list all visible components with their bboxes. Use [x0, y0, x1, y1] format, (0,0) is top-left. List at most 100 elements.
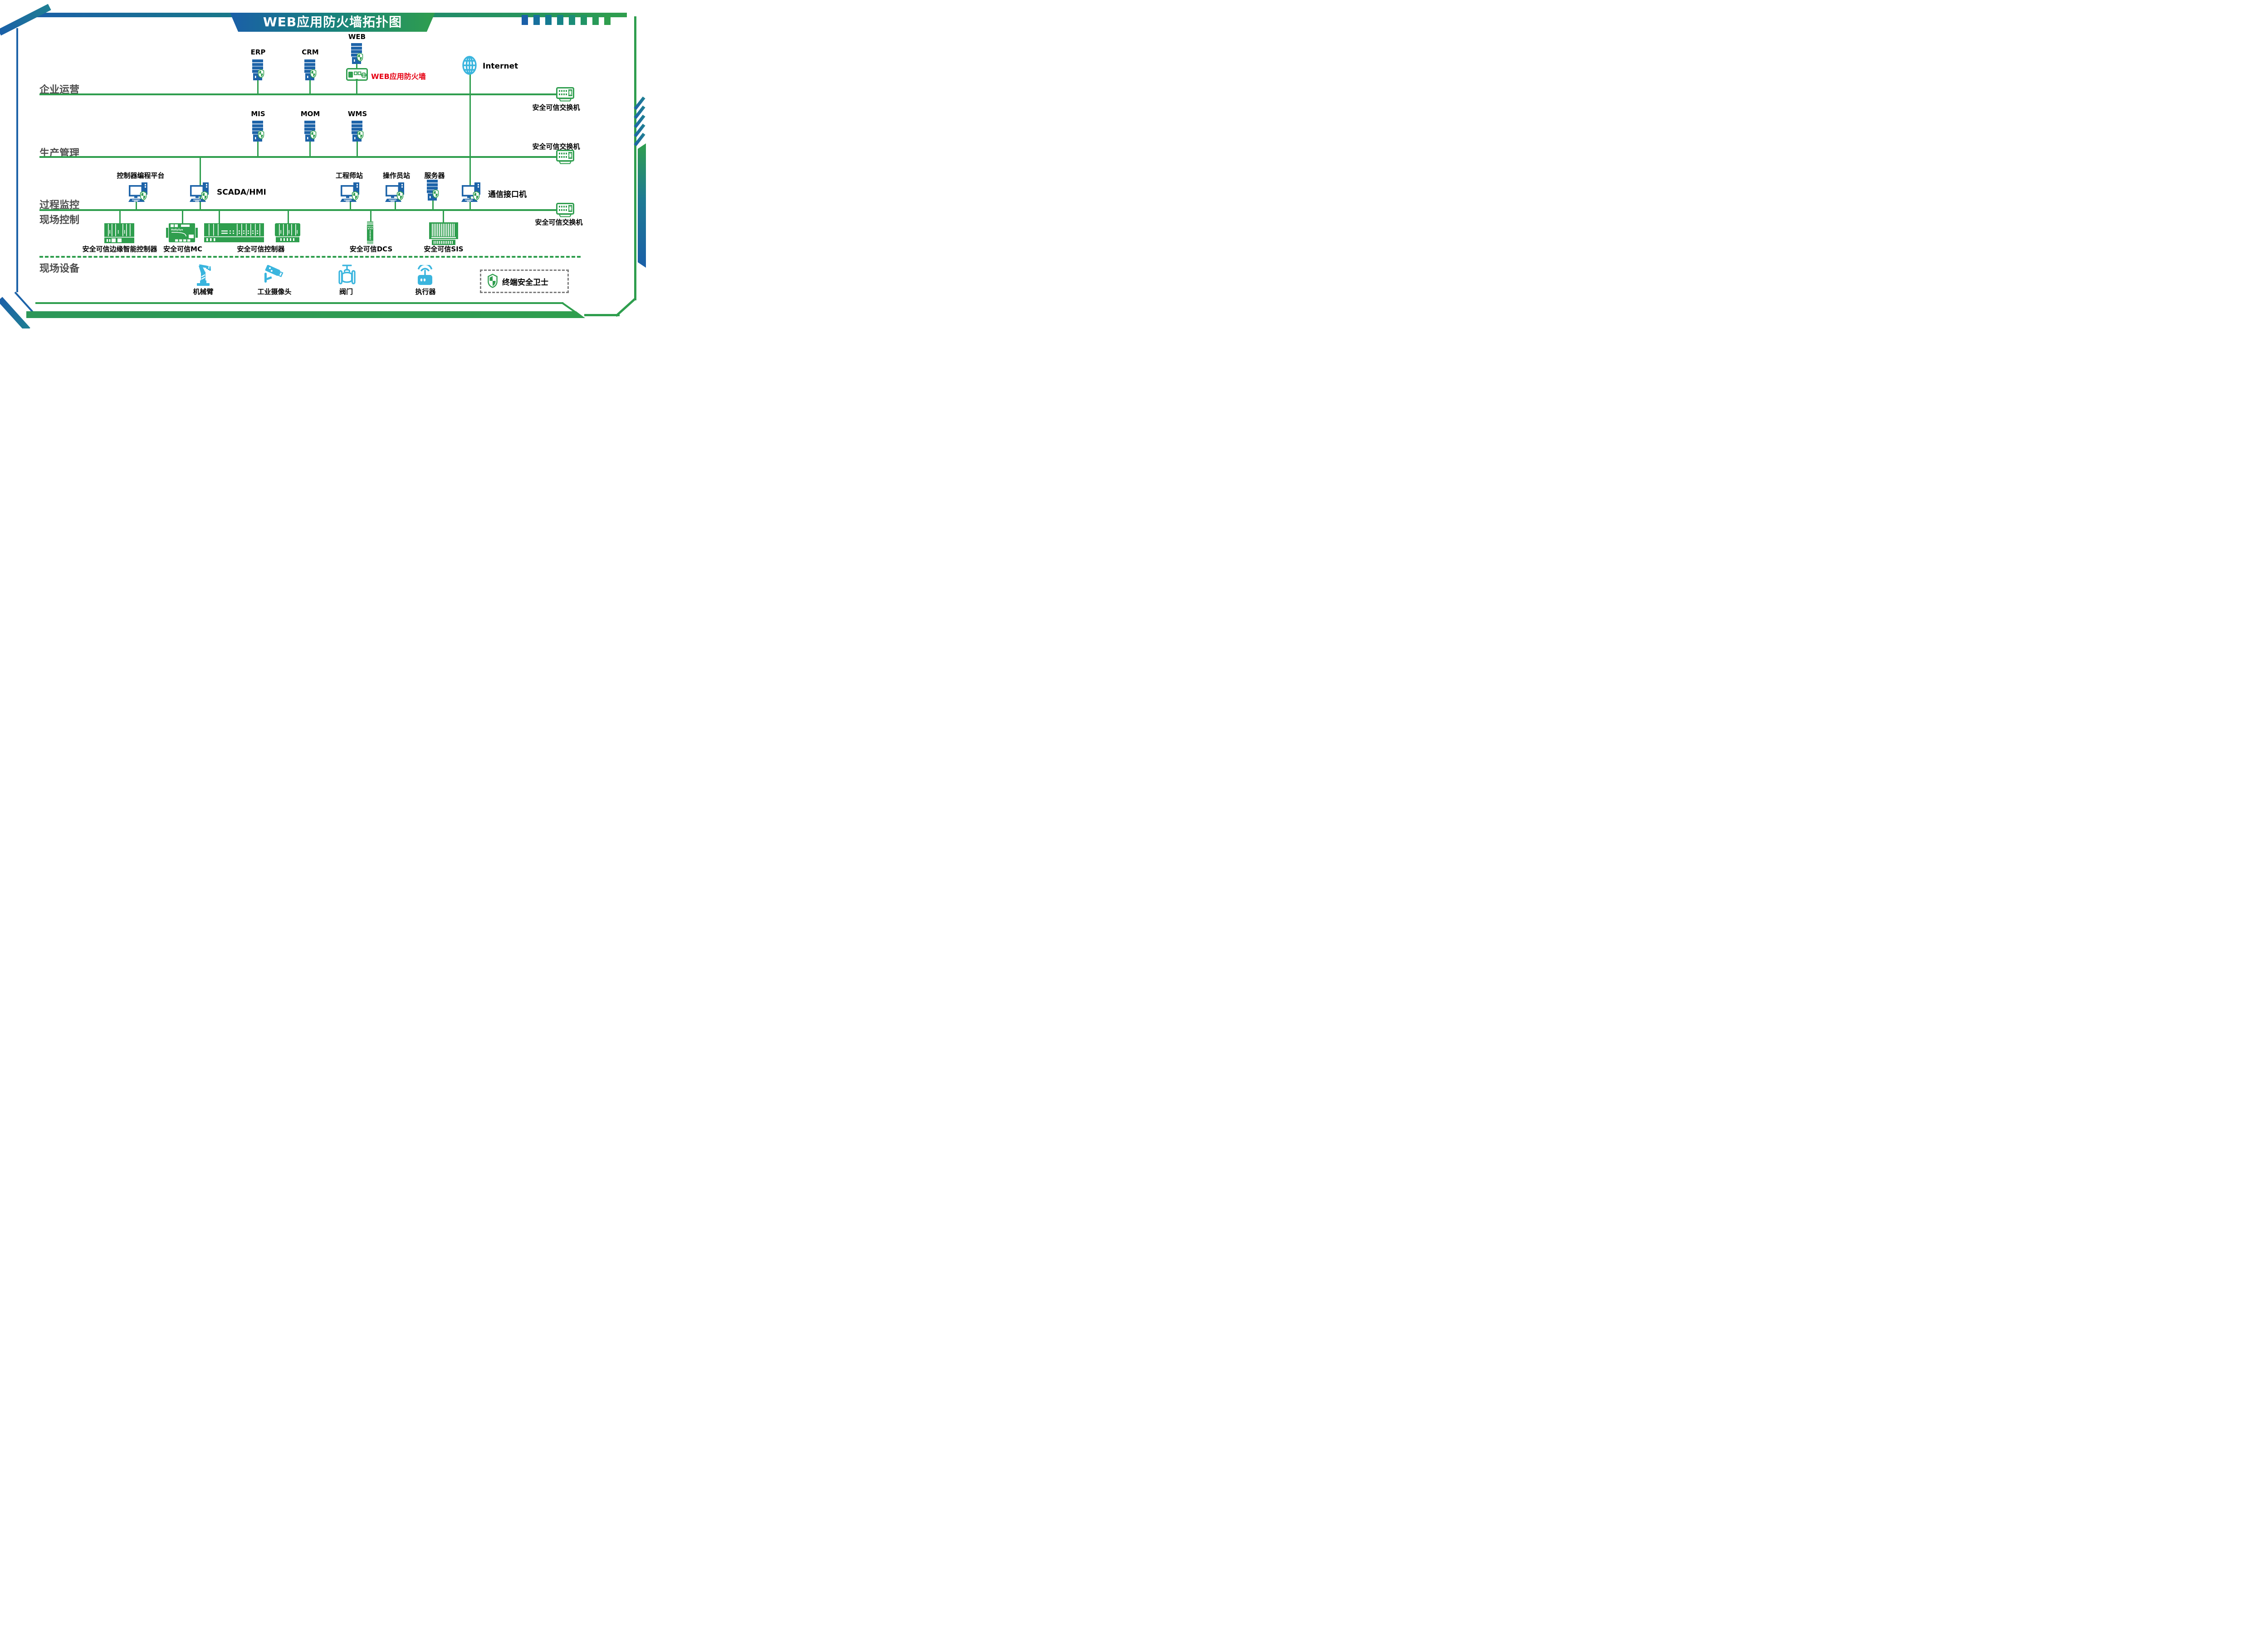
frame-right-border — [634, 16, 636, 300]
link-internet-comm-interface — [469, 74, 471, 210]
internet-globe-icon — [460, 54, 479, 76]
frame-bottom-right-stub — [584, 314, 620, 316]
label-switch2: 安全可信交换机 — [532, 142, 580, 151]
engineer-station-shield-icon — [352, 191, 359, 201]
dcs-icon — [365, 221, 375, 244]
network-line-process — [39, 209, 562, 211]
label-robot-arm: 机械臂 — [193, 288, 214, 296]
frame-bottom-left-band — [0, 297, 30, 328]
label-web: WEB — [348, 33, 366, 41]
actuator-icon — [415, 265, 435, 285]
label-sis: 安全可信SIS — [424, 245, 464, 253]
crm-shield-icon — [310, 69, 317, 78]
label-waf: WEB应用防火墙 — [371, 72, 426, 81]
label-mc: 安全可信MC — [163, 245, 202, 253]
link-mis — [257, 141, 259, 157]
link-crm — [309, 79, 311, 94]
network-line-enterprise — [39, 93, 562, 95]
link-server — [432, 201, 434, 210]
scada-shield-icon — [201, 191, 208, 201]
deco-square — [569, 15, 575, 25]
wms-shield-icon — [357, 130, 364, 139]
link-mom — [309, 141, 311, 157]
switch1-icon — [556, 87, 574, 102]
server-node-shield-icon — [432, 189, 439, 198]
deco-square — [604, 15, 611, 25]
link-erp — [257, 79, 259, 94]
deco-square — [581, 15, 587, 25]
link-scada — [200, 157, 201, 210]
label-mom: MOM — [300, 110, 320, 118]
link-engineer-station — [350, 201, 351, 210]
label-actuator: 执行器 — [415, 288, 436, 296]
comm-interface-shield-icon — [473, 191, 480, 201]
legend-shield-icon — [487, 274, 498, 288]
label-erp: ERP — [250, 48, 266, 56]
link-dcs — [370, 210, 371, 222]
frame-top-left-band — [0, 4, 51, 36]
mis-shield-icon — [258, 130, 264, 139]
label-dcs: 安全可信DCS — [349, 245, 393, 253]
deco-square — [592, 15, 599, 25]
link-edge-controller — [119, 210, 121, 224]
link-sis — [443, 210, 444, 223]
topology-diagram: WEB应用防火墙拓扑图 企业运营 生产管理 过程监控 现场控制 现场设备 ERP… — [0, 0, 646, 328]
link-controller-platform — [136, 201, 137, 210]
layer-label-field-control: 现场控制 — [39, 215, 80, 226]
mom-shield-icon — [310, 130, 317, 139]
deco-square — [545, 15, 552, 25]
deco-square — [557, 15, 563, 25]
robot-arm-icon — [193, 263, 213, 286]
label-switch1: 安全可信交换机 — [532, 103, 580, 112]
layer-label-process: 过程监控 — [39, 200, 80, 211]
switch3-icon — [556, 203, 574, 217]
frame-left-border — [16, 28, 18, 292]
network-line-field-dashed — [39, 256, 581, 258]
valve-icon — [338, 264, 356, 285]
label-crm: CRM — [302, 48, 319, 56]
frame-bottom-inner-line — [35, 302, 563, 304]
label-controller: 安全可信控制器 — [237, 245, 285, 253]
mc-icon — [166, 223, 198, 242]
label-comm-interface: 通信接口机 — [488, 190, 527, 199]
frame-bottom-left-diagonal — [14, 291, 34, 313]
edge-controller-icon — [104, 223, 134, 243]
label-scada: SCADA/HMI — [217, 188, 266, 197]
label-camera: 工业摄像头 — [257, 288, 292, 296]
deco-square — [533, 15, 540, 25]
web-shield-icon — [357, 53, 363, 62]
controller-rack-wide-icon — [204, 223, 264, 242]
link-controller-small — [288, 210, 289, 224]
label-edge-controller: 安全可信边缘智能控制器 — [82, 245, 157, 253]
link-operator-station — [395, 201, 396, 210]
label-wms: WMS — [347, 110, 367, 118]
label-mis: MIS — [251, 110, 265, 118]
label-switch3: 安全可信交换机 — [535, 218, 583, 226]
erp-shield-icon — [258, 69, 264, 78]
network-line-production — [39, 156, 562, 158]
frame-bottom-right-diagonal — [615, 298, 636, 317]
label-valve: 阀门 — [339, 288, 353, 296]
label-controller-platform: 控制器编程平台 — [117, 172, 165, 180]
controller-platform-shield-icon — [140, 191, 147, 201]
operator-station-shield-icon — [396, 191, 404, 201]
legend-label: 终端安全卫士 — [502, 278, 548, 287]
frame-right-gradient-bar — [638, 143, 646, 268]
label-internet: Internet — [483, 62, 518, 71]
page-title: WEB应用防火墙拓扑图 — [230, 13, 435, 32]
label-operator-station: 操作员站 — [382, 172, 411, 180]
industrial-camera-icon — [264, 265, 285, 284]
label-engineer-station: 工程师站 — [335, 172, 363, 180]
link-mc — [182, 210, 183, 224]
legend-box: 终端安全卫士 — [480, 270, 569, 293]
link-wms — [357, 141, 358, 157]
layer-label-field-device: 现场设备 — [39, 263, 80, 274]
link-controller-wide — [219, 210, 220, 224]
frame-bottom-bar — [26, 311, 585, 318]
label-server-node: 服务器 — [424, 172, 445, 180]
switch2-icon — [556, 150, 574, 164]
deco-square — [522, 15, 528, 25]
controller-rack-small-icon — [275, 223, 300, 242]
sis-icon — [429, 222, 458, 245]
waf-firewall-icon — [346, 68, 368, 81]
